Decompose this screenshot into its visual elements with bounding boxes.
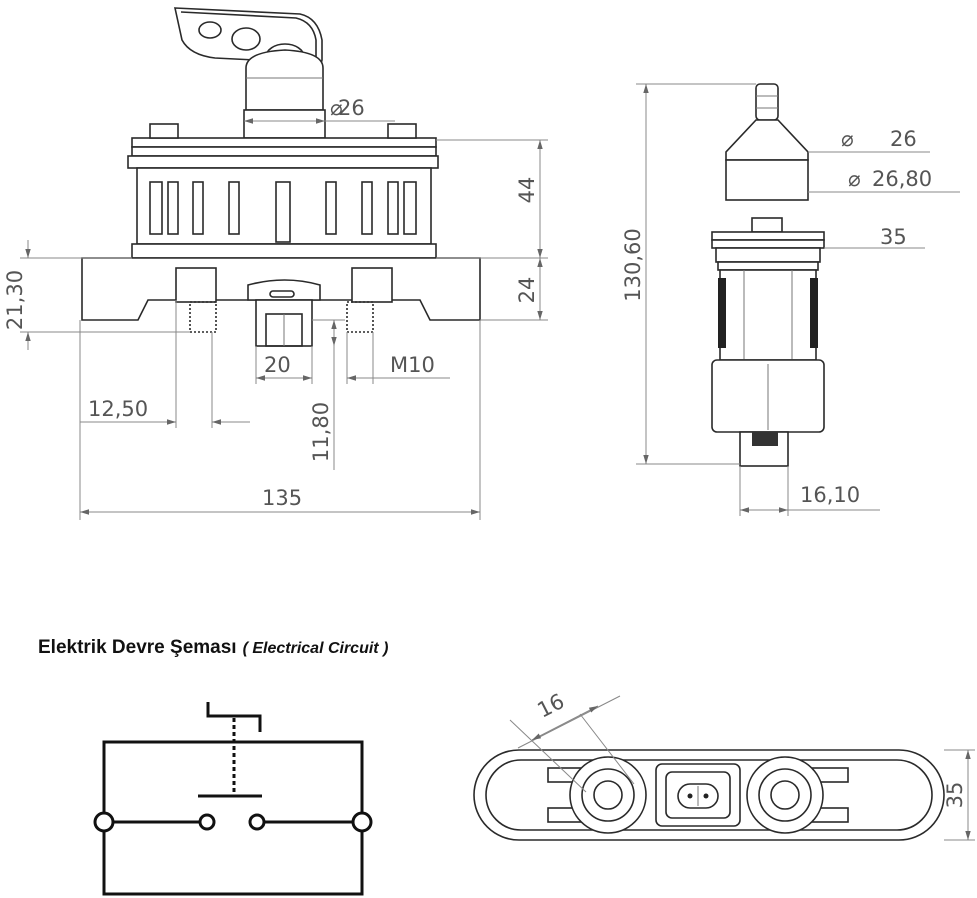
dim-total-height: 130,60: [621, 228, 645, 301]
dim-side-diameter-1: 26: [890, 127, 917, 151]
dim-thread: M10: [390, 353, 435, 377]
terminal-right: [351, 811, 373, 833]
dim-side-flange: 35: [880, 225, 907, 249]
contact-right: [248, 813, 266, 831]
dim-bottom-width: 35: [943, 782, 967, 809]
side-diameter-symbol-2: ⌀: [848, 167, 861, 191]
front-dimension-labels: 26 ⌀ 44 24 21,30 12,50 20 M10 11,80 135: [3, 96, 539, 510]
dim-left-height: 21,30: [3, 270, 27, 330]
dim-connector-width: 20: [264, 353, 291, 377]
bottom-dimension-lines: [509, 695, 975, 841]
front-dimension-lines: [20, 118, 548, 520]
circuit-title-text: Elektrik Devre Şeması: [38, 637, 237, 658]
switch-body: [81, 123, 481, 347]
side-diameter-symbol-1: ⌀: [841, 127, 854, 151]
contact-left: [198, 813, 216, 831]
dim-total-width: 135: [262, 486, 302, 510]
dim-connector-height: 11,80: [309, 402, 333, 462]
dim-height-lower: 24: [515, 277, 539, 304]
dim-diameter-top: 26: [338, 96, 365, 120]
front-view: 26 ⌀ 44 24 21,30 12,50 20 M10 11,80 135: [3, 7, 548, 520]
diameter-symbol: ⌀: [330, 96, 343, 120]
bottom-view: 16 35: [473, 689, 975, 841]
circuit-subtitle-text: ( Electrical Circuit ): [242, 640, 389, 657]
side-dimension-lines: [636, 83, 960, 516]
circuit-section-title: Elektrik Devre Şeması ( Electrical Circui…: [38, 637, 388, 659]
circuit-diagram: [93, 702, 373, 896]
dim-side-connector: 16,10: [800, 483, 860, 507]
dim-terminal-gap: 12,50: [88, 397, 148, 421]
dim-height-upper: 44: [515, 177, 539, 204]
side-dimension-labels: 130,60 ⌀ 26 ⌀ 26,80 35 16,10: [621, 127, 932, 507]
key-handle: [173, 7, 326, 139]
dim-side-diameter-2: 26,80: [872, 167, 932, 191]
terminal-left: [93, 811, 115, 833]
side-view: 130,60 ⌀ 26 ⌀ 26,80 35 16,10: [621, 83, 960, 516]
dim-bottom-pitch: 16: [533, 689, 568, 723]
